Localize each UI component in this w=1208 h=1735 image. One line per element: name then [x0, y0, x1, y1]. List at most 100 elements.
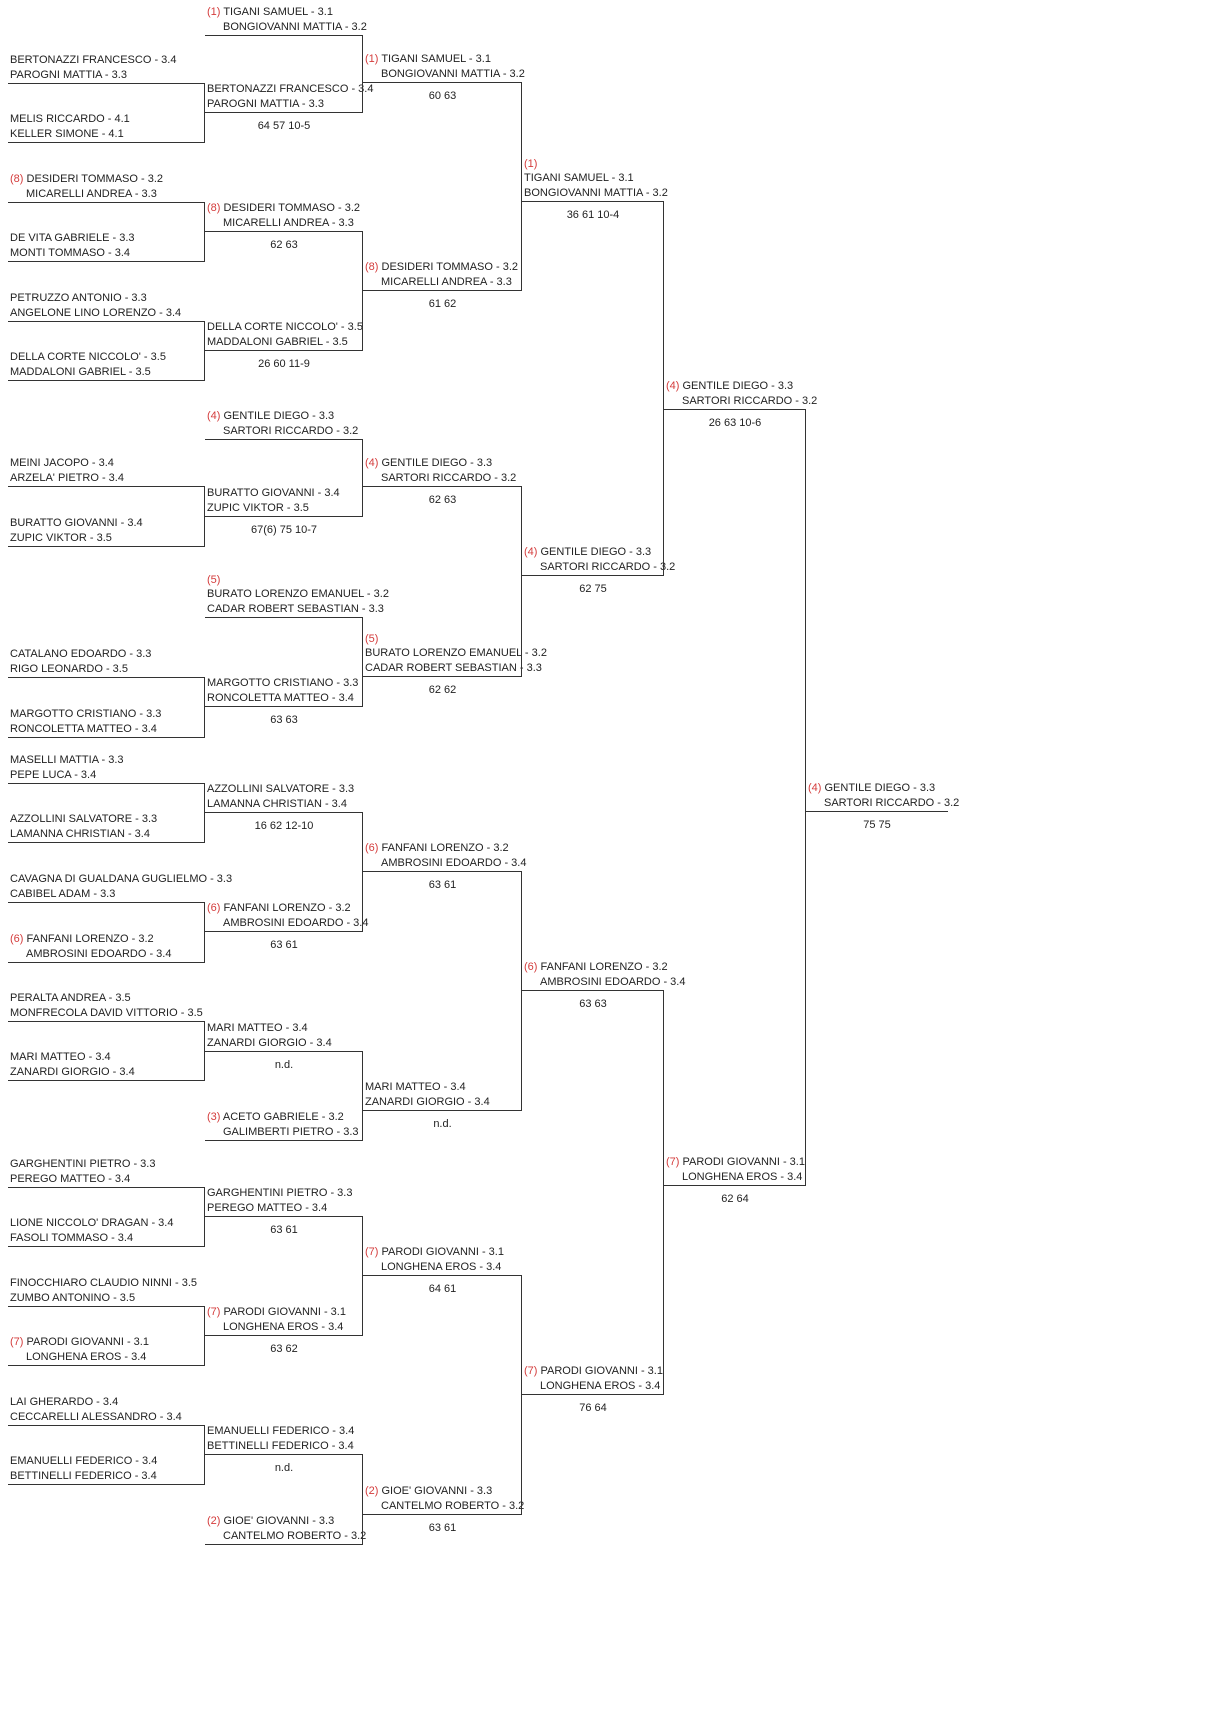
player-one: MARI MATTEO - 3.4 — [207, 1021, 332, 1035]
player-one: (8) DESIDERI TOMMASO - 3.2 — [365, 260, 518, 274]
player-one: MARI MATTEO - 3.4 — [365, 1080, 490, 1094]
player-two-name: SARTORI RICCARDO - 3.2 — [381, 471, 517, 484]
player-one: MELIS RICCARDO - 4.1 — [10, 112, 130, 126]
match-score: 63 61 — [270, 1224, 298, 1236]
match-score: 64 61 — [428, 1283, 457, 1295]
player-one: DELLA CORTE NICCOLO' - 3.5 — [10, 350, 166, 364]
match-score: 63 61 — [428, 1522, 457, 1534]
bracket-line — [205, 516, 363, 517]
seed-label: (5) — [365, 633, 379, 646]
player-one-name: AZZOLLINI SALVATORE - 3.3 — [10, 813, 158, 826]
player-one: (4) GENTILE DIEGO - 3.3 — [808, 781, 959, 795]
player-two-name: CADAR ROBERT SEBASTIAN - 3.3 — [207, 602, 384, 615]
player-one-name: GARGHENTINI PIETRO - 3.3 — [207, 1187, 353, 1200]
player-one: (6) FANFANI LORENZO - 3.2 — [10, 932, 171, 946]
player-one-name: BURATO LORENZO EMANUEL - 3.2 — [365, 647, 547, 660]
bracket-line — [8, 962, 205, 963]
player-one: AZZOLLINI SALVATORE - 3.3 — [10, 812, 157, 826]
seed-label: (4) — [808, 782, 825, 795]
player-one-name: GENTILE DIEGO - 3.3 — [381, 457, 493, 470]
bracket-line — [664, 409, 806, 410]
bracket-line — [522, 1394, 664, 1395]
bracket-connector — [204, 1187, 205, 1247]
player-two-name: PAROGNI MATTIA - 3.3 — [10, 68, 127, 81]
bracket-line — [8, 486, 205, 487]
player-two-name: MICARELLI ANDREA - 3.3 — [26, 187, 157, 200]
bracket-connector — [362, 35, 363, 113]
match-score: 75 75 — [863, 819, 891, 831]
player-one: (4) GENTILE DIEGO - 3.3 — [365, 456, 516, 470]
seed-label: (8) — [365, 261, 382, 274]
player-one-name: PETRUZZO ANTONIO - 3.3 — [10, 292, 147, 305]
player-one: (4) GENTILE DIEGO - 3.3 — [666, 379, 817, 393]
match-score: 63 62 — [270, 1343, 298, 1355]
player-one-name: PARODI GIOVANNI - 3.1 — [223, 1306, 346, 1319]
player-one-name: PARODI GIOVANNI - 3.1 — [540, 1365, 663, 1378]
player-one-name: FANFANI LORENZO - 3.2 — [540, 961, 668, 974]
seed-label: (8) — [10, 173, 27, 186]
player-two-name: PEPE LUCA - 3.4 — [10, 768, 97, 781]
match-score: 26 63 10-6 — [708, 417, 762, 429]
player-two-name: BETTINELLI FEDERICO - 3.4 — [10, 1469, 157, 1482]
bracket-line — [8, 83, 205, 84]
bracket-connector — [362, 439, 363, 517]
match-score: 62 63 — [428, 494, 457, 506]
player-two-name: MICARELLI ANDREA - 3.3 — [223, 216, 354, 229]
player-one: BURATTO GIOVANNI - 3.4 — [10, 516, 143, 530]
bracket-line — [205, 112, 363, 113]
bracket-line — [205, 617, 363, 618]
player-one: GARGHENTINI PIETRO - 3.3 — [10, 1157, 155, 1171]
seed-label: (7) — [524, 1365, 541, 1378]
match-score: 36 61 10-4 — [566, 209, 620, 221]
match-score: 62 63 — [270, 239, 298, 251]
bracket-line — [8, 783, 205, 784]
player-one: (6) FANFANI LORENZO - 3.2 — [207, 901, 368, 915]
player-one: PERALTA ANDREA - 3.5 — [10, 991, 203, 1005]
player-one-name: GENTILE DIEGO - 3.3 — [223, 410, 335, 423]
player-one-name: LAI GHERARDO - 3.4 — [10, 1396, 119, 1409]
player-one: MARGOTTO CRISTIANO - 3.3 — [10, 707, 161, 721]
match-score: n.d. — [274, 1462, 294, 1474]
bracket-line — [205, 1335, 363, 1336]
bracket-line — [8, 1080, 205, 1081]
player-one-name: EMANUELLI FEDERICO - 3.4 — [10, 1455, 158, 1468]
player-one: (6) FANFANI LORENZO - 3.2 — [365, 841, 526, 855]
bracket-line — [205, 1051, 363, 1052]
player-one: PETRUZZO ANTONIO - 3.3 — [10, 291, 181, 305]
player-one: EMANUELLI FEDERICO - 3.4 — [207, 1424, 354, 1438]
bracket-connector — [204, 1021, 205, 1081]
player-one-name: BERTONAZZI FRANCESCO - 3.4 — [207, 83, 374, 96]
bracket-connector — [362, 812, 363, 932]
player-one: MARGOTTO CRISTIANO - 3.3 — [207, 676, 358, 690]
bracket-line — [363, 82, 522, 83]
player-two-name: BONGIOVANNI MATTIA - 3.2 — [524, 186, 668, 199]
player-one: MEINI JACOPO - 3.4 — [10, 456, 124, 470]
bracket-line — [522, 575, 664, 576]
seed-label: (8) — [207, 202, 224, 215]
player-two-name: ZUPIC VIKTOR - 3.5 — [207, 501, 309, 514]
bracket-connector — [204, 783, 205, 843]
player-one: BURATTO GIOVANNI - 3.4 — [207, 486, 340, 500]
bracket-line — [205, 1140, 363, 1141]
bracket-line — [205, 1216, 363, 1217]
player-one: TIGANI SAMUEL - 3.1 — [524, 171, 668, 185]
player-two-name: BETTINELLI FEDERICO - 3.4 — [207, 1439, 354, 1452]
player-two-name: LONGHENA EROS - 3.4 — [682, 1170, 803, 1183]
player-one: AZZOLLINI SALVATORE - 3.3 — [207, 782, 354, 796]
player-two-name: ZUMBO ANTONINO - 3.5 — [10, 1291, 136, 1304]
player-one-name: EMANUELLI FEDERICO - 3.4 — [207, 1425, 355, 1438]
player-two-name: SARTORI RICCARDO - 3.2 — [682, 394, 818, 407]
player-two-name: CADAR ROBERT SEBASTIAN - 3.3 — [365, 661, 542, 674]
